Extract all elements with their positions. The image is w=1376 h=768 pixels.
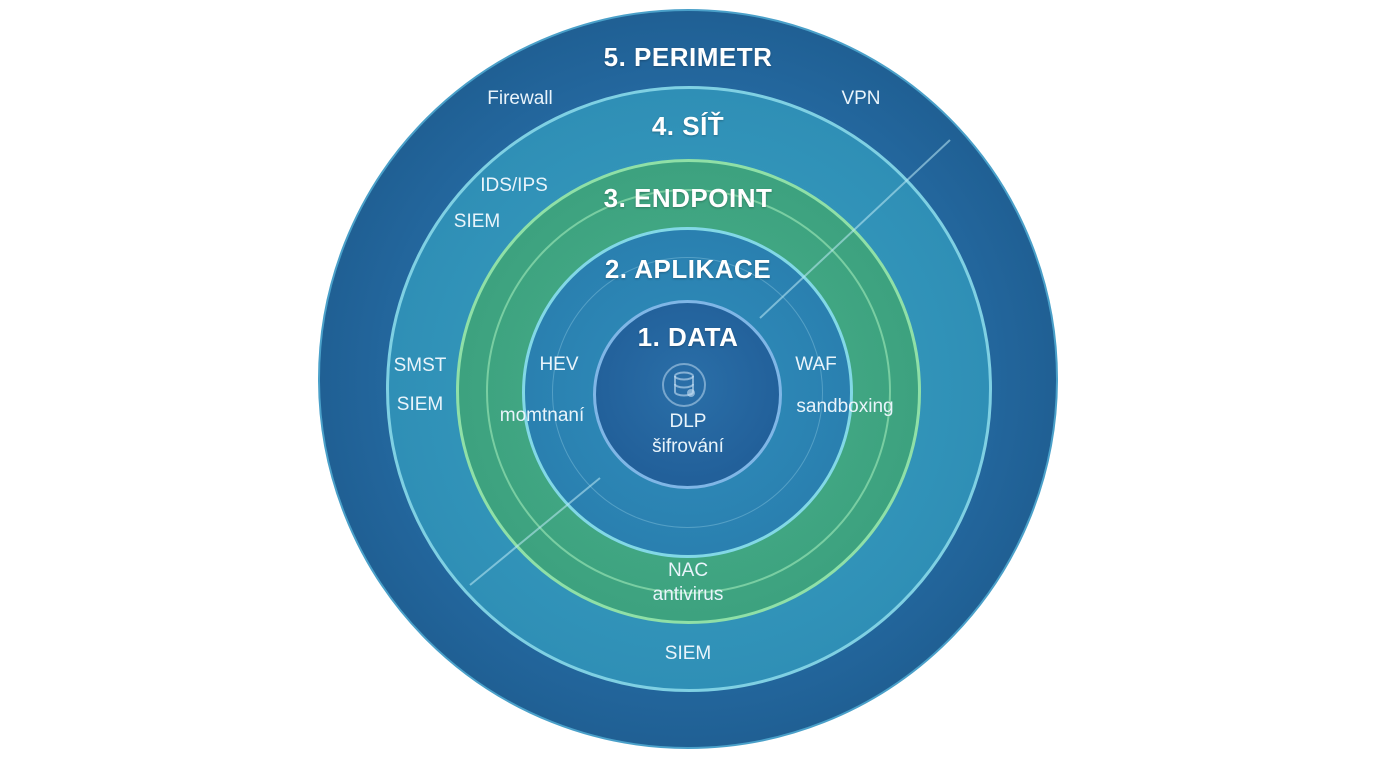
database-lock-icon: [662, 363, 706, 407]
item-momtnani: momtnaní: [499, 405, 585, 426]
item-ids-ips: IDS/IPS: [480, 175, 548, 196]
ring-endpoint-inner-border: [486, 189, 891, 594]
item-siem-left: SIEM: [396, 394, 444, 415]
layer-title-network: 4. SÍŤ: [651, 111, 725, 141]
item-waf: WAF: [795, 354, 837, 375]
ring-application-inner-border: [552, 257, 823, 528]
layer-title-perimeter: 5. PERIMETR: [603, 42, 773, 72]
layer-title-data: 1. DATA: [637, 322, 739, 352]
item-siem-upper: SIEM: [453, 211, 501, 232]
item-antivirus: antivirus: [652, 584, 724, 605]
layer-title-endpoint: 3. ENDPOINT: [603, 183, 773, 213]
item-vpn: VPN: [841, 88, 881, 109]
item-siem-bottom: SIEM: [664, 643, 712, 664]
layer-title-application: 2. APLIKACE: [604, 254, 772, 284]
item-nac: NAC: [667, 560, 709, 581]
item-smst: SMST: [393, 355, 447, 376]
item-hev: HEV: [539, 354, 579, 375]
item-sandboxing: sandboxing: [796, 396, 894, 417]
item-sifrovani: šifrování: [652, 436, 724, 457]
item-firewall: Firewall: [487, 88, 553, 109]
item-dlp: DLP: [669, 411, 707, 432]
